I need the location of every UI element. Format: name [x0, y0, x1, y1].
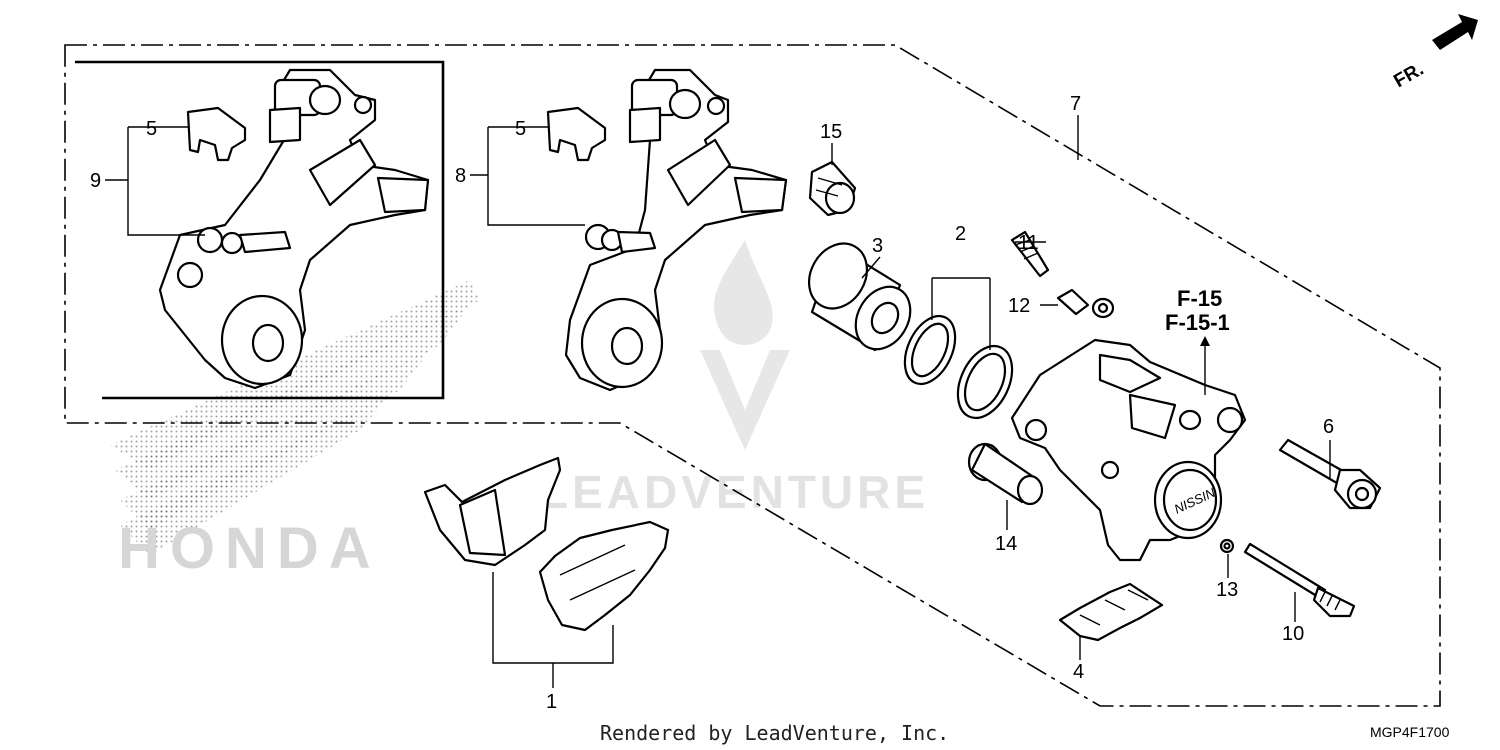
forward-direction-indicator: FR.	[1390, 14, 1478, 92]
callout-12[interactable]: 12	[1008, 295, 1030, 317]
pin-bolt-part-6	[1278, 438, 1382, 510]
bleeder-cap-part-12	[1056, 288, 1115, 319]
forward-arrow-icon	[1432, 14, 1478, 50]
pad-spring-clip-middle	[546, 106, 607, 162]
leadventure-logo-watermark	[700, 240, 790, 450]
pad-pin-part-10	[1243, 542, 1356, 618]
callout-6[interactable]: 6	[1323, 416, 1334, 438]
pad-spring-clip-left	[186, 106, 247, 162]
callout-8[interactable]: 8	[455, 165, 466, 187]
callout-13[interactable]: 13	[1216, 579, 1238, 601]
leader-lines	[105, 115, 1331, 688]
caliper-body-part-7: NISSIN	[1010, 338, 1247, 562]
reference-f15[interactable]: F-15	[1177, 286, 1222, 311]
pad-spring-part-4	[1058, 582, 1164, 642]
reference-arrow-head	[1200, 336, 1210, 346]
callout-3[interactable]: 3	[872, 235, 883, 257]
bleeder-screw-part-11	[1010, 230, 1050, 278]
footer-credit: Rendered by LeadVenture, Inc.	[600, 721, 949, 745]
diagram-code: MGP4F1700	[1370, 724, 1450, 740]
kit-boundary-dashed	[64, 44, 1441, 707]
caliper-bracket-left	[158, 68, 430, 390]
leadventure-watermark-text: LEADVENTURE	[540, 466, 929, 518]
reference-f15-1[interactable]: F-15-1	[1165, 310, 1230, 335]
boot-part-15	[808, 160, 857, 217]
washer-part-13	[1219, 538, 1235, 554]
callout-labels: 5 9 5 8 15 3 2 11 12 7 6 13 10 4 14 1	[90, 93, 1334, 713]
callout-9[interactable]: 9	[90, 170, 101, 192]
callout-11[interactable]: 11	[1018, 232, 1039, 254]
honda-watermark-text: HONDA	[118, 516, 381, 581]
brake-pad-set-part-1	[423, 456, 670, 632]
callout-1[interactable]: 1	[546, 691, 557, 713]
callout-15[interactable]: 15	[820, 121, 842, 143]
caliper-bracket-middle	[564, 68, 788, 392]
forward-label: FR.	[1390, 59, 1427, 92]
piston-part-3	[807, 242, 912, 352]
slide-pin-part-14	[967, 442, 1044, 506]
assembly-frame	[75, 60, 445, 400]
callout-14[interactable]: 14	[995, 533, 1017, 555]
callout-5-middle[interactable]: 5	[515, 118, 526, 140]
callout-10[interactable]: 10	[1282, 623, 1304, 645]
callout-4[interactable]: 4	[1073, 661, 1084, 683]
callout-2[interactable]: 2	[955, 223, 966, 245]
callout-5-left[interactable]: 5	[146, 118, 157, 140]
callout-7[interactable]: 7	[1070, 93, 1081, 115]
piston-seals-part-2	[903, 314, 1014, 420]
